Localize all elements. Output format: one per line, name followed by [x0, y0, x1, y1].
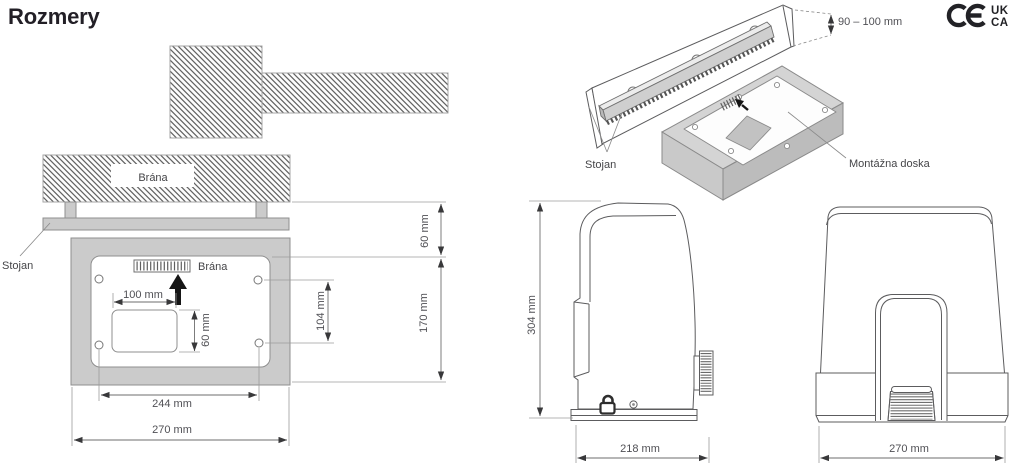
gate-label-box	[111, 164, 194, 187]
svg-text:304 mm: 304 mm	[526, 295, 538, 335]
svg-text:104 mm: 104 mm	[315, 291, 327, 331]
stand-iso-label: Stojan	[585, 159, 616, 171]
dim-motor-height: 304 mm	[526, 200, 601, 419]
plate-hole	[727, 147, 735, 155]
svg-text:CA: CA	[991, 17, 1008, 29]
pinion-gear	[693, 350, 714, 396]
dim-holes-horizontal: 244 mm	[98, 348, 260, 410]
motor-side-seam	[589, 215, 677, 302]
dim-motor-width: 270 mm	[818, 426, 1006, 463]
gate-post-left	[64, 201, 77, 219]
plate-gate-label: Brána	[198, 261, 228, 273]
motor-front-seam	[826, 213, 992, 226]
mounting-hole	[94, 274, 104, 284]
svg-text:100 mm: 100 mm	[123, 289, 163, 301]
gate-post-right	[255, 201, 268, 219]
svg-text:218 mm: 218 mm	[620, 443, 660, 455]
plate-cutout	[111, 309, 178, 353]
dim-motor-depth: 218 mm	[575, 425, 710, 463]
svg-text:60 mm: 60 mm	[200, 313, 212, 347]
stand-label: Stojan	[2, 260, 33, 272]
dim-rack-height: 90 – 100 mm	[792, 9, 902, 47]
front-view-diagram: 270 mm	[815, 206, 1009, 463]
screw-icon-center	[632, 403, 635, 406]
svg-text:UK: UK	[991, 5, 1009, 17]
svg-text:170 mm: 170 mm	[418, 293, 430, 333]
ce-mark-icon	[946, 3, 986, 28]
gate-post-hatch	[169, 45, 263, 139]
plate-direction-arrow	[735, 99, 749, 111]
dim-holes-vertical: 104 mm	[264, 279, 334, 344]
mounting-plate-iso	[683, 75, 837, 166]
dim-cutout-width: 100 mm	[112, 289, 177, 308]
mounting-plate-label: Montážna doska	[849, 158, 931, 170]
rack-strip	[133, 259, 191, 273]
gear-rack	[598, 21, 777, 126]
wall-hatch	[261, 72, 449, 114]
plate-rack-indicator	[720, 93, 744, 111]
side-view-diagram: 304 mm 218 mm	[526, 200, 714, 463]
motor-side-body	[573, 202, 696, 410]
dim-gate-to-plate: 60 mm	[272, 201, 446, 383]
mounting-hole	[94, 340, 104, 350]
svg-text:244 mm: 244 mm	[152, 398, 192, 410]
stand-rail	[42, 217, 290, 231]
top-view-diagram: Brána Stojan Brána	[2, 45, 449, 446]
plate-hole	[773, 81, 781, 89]
ukca-mark-icon: UK CA	[991, 5, 1009, 29]
plate-cutout-iso	[725, 115, 772, 151]
stand-leader	[19, 222, 51, 257]
release-lock-icon	[599, 394, 616, 415]
mounting-hole	[253, 275, 263, 285]
svg-text:270 mm: 270 mm	[889, 443, 929, 455]
svg-text:270 mm: 270 mm	[152, 424, 192, 436]
rack-teeth	[605, 36, 777, 126]
dim-plate-depth: 170 mm	[418, 258, 445, 381]
dim-cutout-height: 60 mm	[179, 309, 212, 353]
motor-front-body	[819, 206, 1006, 374]
dim-plate-width: 270 mm	[71, 387, 290, 446]
iso-view-diagram: Stojan 90 – 100 mm	[585, 4, 931, 201]
mounting-hole	[254, 338, 264, 348]
svg-text:90 – 100 mm: 90 – 100 mm	[838, 16, 902, 28]
plate-hole	[783, 142, 791, 150]
svg-text:60 mm: 60 mm	[419, 214, 431, 248]
release-cover-seam	[880, 298, 942, 420]
plate-hole	[821, 106, 829, 114]
release-knob	[887, 386, 936, 421]
gate-label: Brána	[138, 172, 168, 184]
gate-direction-arrow	[169, 274, 187, 305]
plate-hole	[691, 123, 699, 131]
page-title: Rozmery	[8, 4, 100, 29]
